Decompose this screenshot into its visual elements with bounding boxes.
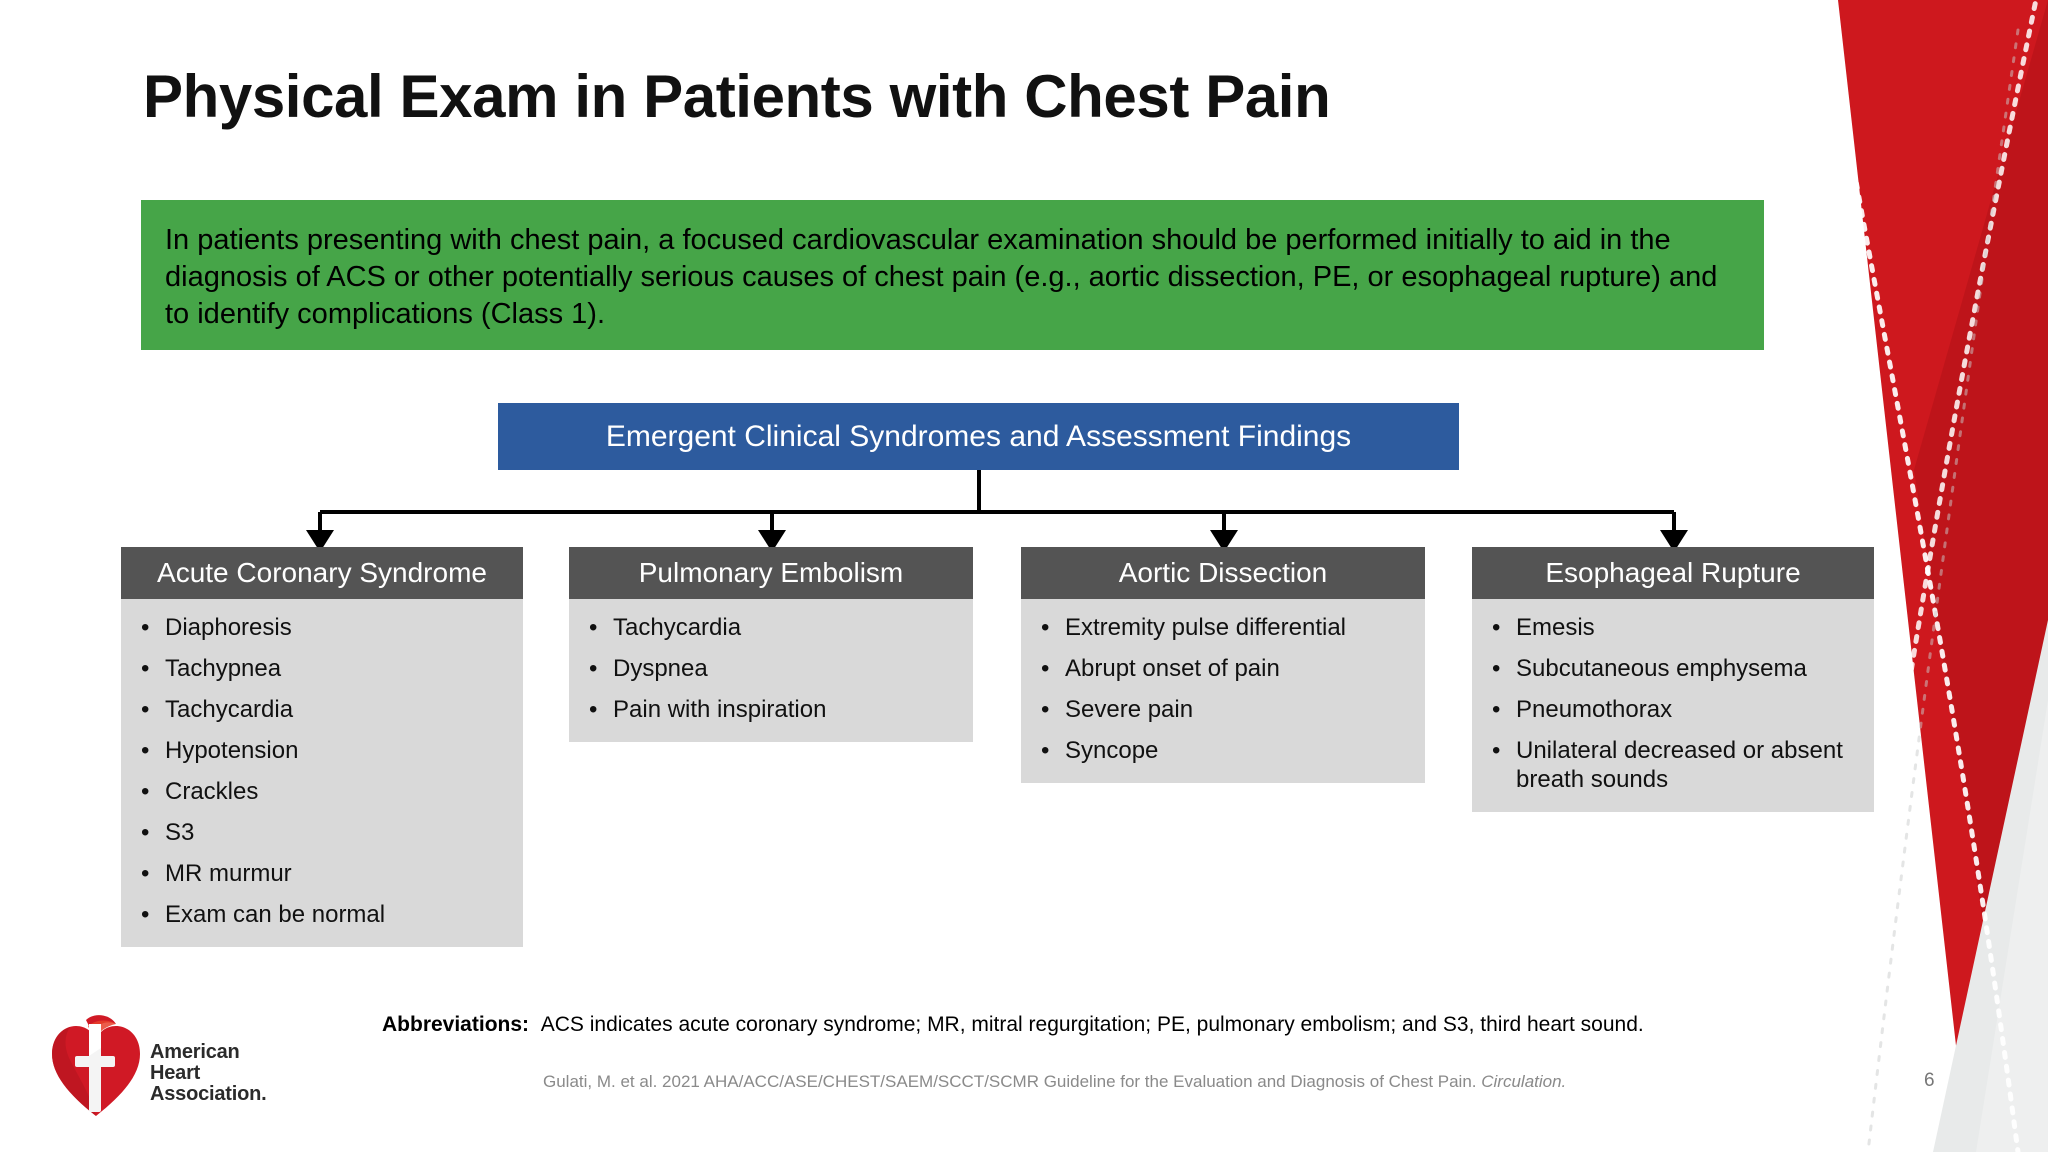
list-item-label: Crackles (165, 778, 259, 805)
list-item-label: Pneumothorax (1516, 696, 1673, 723)
connector-lines (0, 460, 2048, 560)
list-item: • MR murmur (121, 859, 523, 900)
syndrome-column-pulmonary-embolism: Pulmonary Embolism • Tachycardia • Dyspnea… (569, 547, 973, 742)
syndrome-column-acute-coronary-syndrome: Acute Coronary Syndrome • Diaphoresis • Ta… (121, 547, 523, 947)
list-item: • Pain with inspiration (569, 695, 973, 726)
column-body: • Extremity pulse differential • Abrupt on… (1021, 599, 1425, 783)
abbreviations-label: Abbreviations: (382, 1013, 530, 1036)
heart-torch-icon (48, 1012, 144, 1120)
list-item: • Emesis (1472, 613, 1874, 654)
syndrome-column-aortic-dissection: Aortic Dissection • Extremity pulse diffe… (1021, 547, 1425, 783)
list-item: • Exam can be normal (121, 900, 523, 931)
bullet-icon: • (589, 655, 598, 682)
list-item: • Tachypnea (121, 654, 523, 695)
bullet-icon: • (141, 614, 150, 641)
citation-line: Gulati, M. et al. 2021 AHA/ACC/ASE/CHEST… (543, 1072, 1566, 1092)
aha-logo-text: American Heart Association. (150, 1042, 267, 1105)
bullet-icon: • (1041, 614, 1050, 641)
aha-logo-line-1: American (150, 1041, 240, 1063)
list-item: • Hypotension (121, 736, 523, 777)
abbreviations-note: Abbreviations: ACS indicates acute coron… (382, 1013, 1644, 1037)
abbreviations-text: ACS indicates acute coronary syndrome; M… (540, 1013, 1644, 1036)
page-number: 6 (1924, 1070, 1935, 1091)
list-item-label: Hypotension (165, 737, 299, 764)
list-item-label: Pain with inspiration (613, 696, 827, 723)
list-item: • Tachycardia (569, 613, 973, 654)
list-item-label: Extremity pulse differential (1065, 614, 1347, 641)
list-item: • Syncope (1021, 736, 1425, 767)
bullet-icon: • (589, 696, 598, 723)
finding-list: • Emesis • Subcutaneous emphysema • Pneumot… (1472, 613, 1874, 796)
column-header: Acute Coronary Syndrome (121, 547, 523, 599)
aha-logo-line-3: Association. (150, 1083, 267, 1105)
diagram-header-bar: Emergent Clinical Syndromes and Assessme… (498, 403, 1459, 470)
bullet-icon: • (1492, 655, 1501, 682)
bullet-icon: • (141, 655, 150, 682)
list-item: • Diaphoresis (121, 613, 523, 654)
list-item: • Severe pain (1021, 695, 1425, 736)
list-item-label: Severe pain (1065, 696, 1194, 723)
aha-logo: American Heart Association. (48, 1012, 298, 1122)
list-item-label: Tachycardia (165, 696, 294, 723)
list-item-label: Syncope (1065, 737, 1159, 764)
bullet-icon: • (141, 819, 150, 846)
finding-list: • Tachycardia • Dyspnea • Pain with inspira… (569, 613, 973, 726)
list-item: • Crackles (121, 777, 523, 818)
list-item-label: Diaphoresis (165, 614, 292, 641)
list-item: • Unilateral decreased or absent breath s… (1472, 736, 1874, 796)
list-item: • Dyspnea (569, 654, 973, 695)
list-item-label: Exam can be normal (165, 901, 386, 928)
list-item-label: Subcutaneous emphysema (1516, 655, 1807, 682)
list-item-label: S3 (165, 819, 195, 846)
citation-main: Gulati, M. et al. 2021 AHA/ACC/ASE/CHEST… (543, 1072, 1482, 1091)
bullet-icon: • (141, 737, 150, 764)
citation-journal: Circulation. (1481, 1072, 1567, 1091)
recommendation-box: In patients presenting with chest pain, … (141, 200, 1764, 350)
column-header: Pulmonary Embolism (569, 547, 973, 599)
bullet-icon: • (1041, 655, 1050, 682)
syndrome-column-esophageal-rupture: Esophageal Rupture • Emesis • Subcutaneous… (1472, 547, 1874, 812)
bullet-icon: • (1492, 696, 1501, 723)
list-item-label: Dyspnea (613, 655, 708, 682)
list-item-label: Abrupt onset of pain (1065, 655, 1280, 682)
finding-list: • Diaphoresis • Tachypnea • Tachycardia • Hy… (121, 613, 523, 931)
list-item-label: Unilateral decreased or absent breath so… (1516, 737, 1843, 793)
column-body: • Diaphoresis • Tachypnea • Tachycardia • Hy… (121, 599, 523, 947)
column-body: • Tachycardia • Dyspnea • Pain with inspira… (569, 599, 973, 742)
diagram-header-label: Emergent Clinical Syndromes and Assessme… (605, 419, 1352, 453)
bullet-icon: • (141, 778, 150, 805)
bullet-icon: • (141, 696, 150, 723)
list-item: • Subcutaneous emphysema (1472, 654, 1874, 695)
bullet-icon: • (1041, 737, 1050, 764)
list-item-label: MR murmur (165, 860, 292, 887)
list-item-label: Tachypnea (165, 655, 282, 682)
column-body: • Emesis • Subcutaneous emphysema • Pneumot… (1472, 599, 1874, 812)
bullet-icon: • (141, 860, 150, 887)
list-item: • Tachycardia (121, 695, 523, 736)
column-header: Esophageal Rupture (1472, 547, 1874, 599)
list-item: • Abrupt onset of pain (1021, 654, 1425, 695)
aha-logo-line-2: Heart (150, 1062, 201, 1084)
list-item: • S3 (121, 818, 523, 859)
column-header: Aortic Dissection (1021, 547, 1425, 599)
list-item-label: Tachycardia (613, 614, 742, 641)
list-item-label: Emesis (1516, 614, 1595, 641)
list-item: • Pneumothorax (1472, 695, 1874, 736)
bullet-icon: • (589, 614, 598, 641)
recommendation-text: In patients presenting with chest pain, … (165, 224, 1718, 330)
list-item: • Extremity pulse differential (1021, 613, 1425, 654)
page-title: Physical Exam in Patients with Chest Pai… (143, 63, 1331, 130)
bullet-icon: • (141, 901, 150, 928)
finding-list: • Extremity pulse differential • Abrupt on… (1021, 613, 1425, 767)
bullet-icon: • (1492, 614, 1501, 641)
bullet-icon: • (1041, 696, 1050, 723)
bullet-icon: • (1492, 737, 1501, 764)
